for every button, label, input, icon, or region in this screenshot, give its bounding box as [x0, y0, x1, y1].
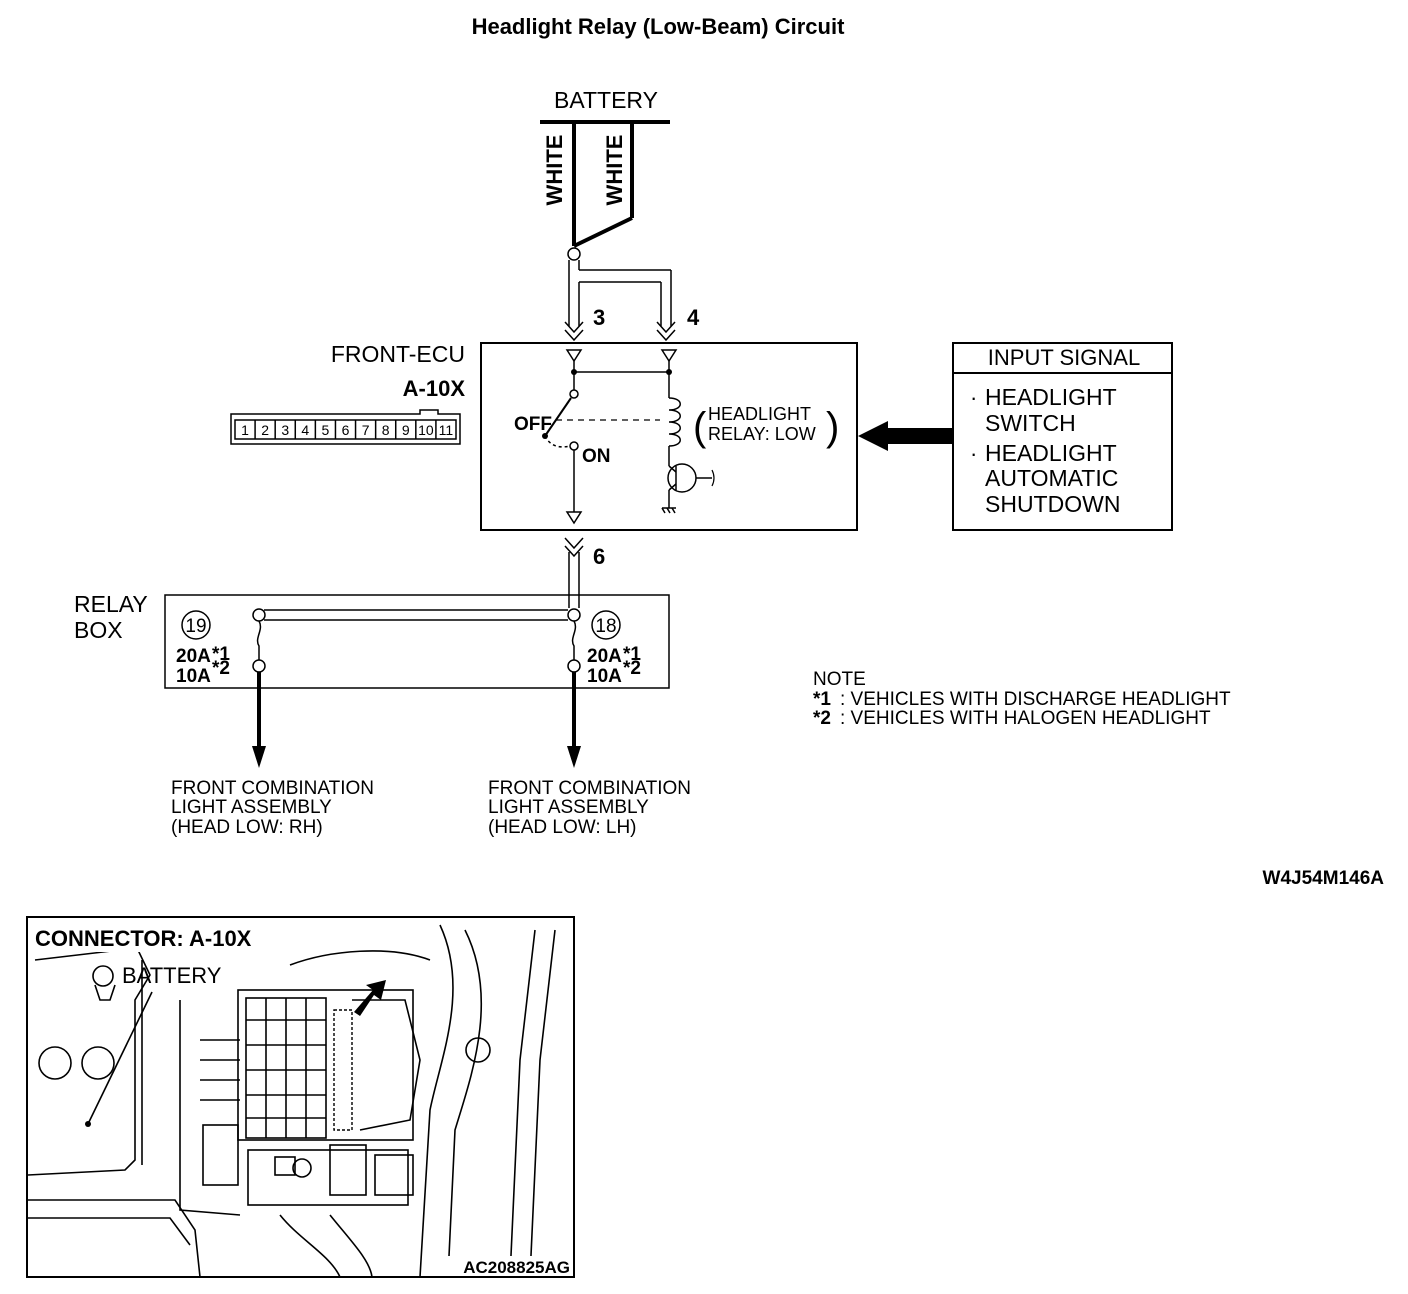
fuse-18-number-circle	[591, 610, 621, 640]
relay-label-line2: RELAY: LOW	[708, 424, 816, 444]
input-item2-line2: AUTOMATIC	[985, 465, 1118, 491]
input-item2-line1: HEADLIGHT	[985, 440, 1117, 466]
figure-code: W4J54M146A	[1263, 868, 1385, 889]
fuse-19-mark2: *2	[212, 658, 230, 679]
connector-pin-9: 9	[402, 422, 410, 438]
connector-pin-2: 2	[261, 422, 269, 438]
output-rh-line2: LIGHT ASSEMBLY	[171, 797, 332, 818]
connector-photo-title: CONNECTOR: A-10X	[35, 926, 252, 951]
input-item1-line1: HEADLIGHT	[985, 384, 1117, 410]
fuse-18-rating1: 20A	[587, 646, 622, 667]
input-signal-box	[952, 342, 1173, 531]
connector-pin-5: 5	[322, 422, 330, 438]
ecu-name: FRONT-ECU	[331, 341, 465, 367]
battery-label: BATTERY	[554, 87, 658, 113]
output-lh-line1: FRONT COMBINATION	[488, 778, 691, 799]
connector-location-drawing	[27, 924, 556, 1278]
fuse-19-rating2: 10A	[176, 666, 211, 687]
photo-code-backdrop	[446, 1256, 572, 1276]
output-rh-line1: FRONT COMBINATION	[171, 778, 374, 799]
input-bullet-2: ·	[970, 441, 977, 466]
connector-pin-7: 7	[362, 422, 370, 438]
note-mark1: *1	[813, 689, 831, 710]
input-signal-title: INPUT SIGNAL	[988, 345, 1140, 370]
connector-pin-10: 10	[418, 422, 434, 438]
diagram-title: Headlight Relay (Low-Beam) Circuit	[472, 14, 846, 39]
note-text2: : VEHICLES WITH HALOGEN HEADLIGHT	[840, 708, 1211, 729]
fuse-19-mark1: *1	[212, 644, 230, 665]
terminal-4-connector	[656, 321, 676, 342]
output-wire-rh	[252, 672, 266, 768]
connector-pin-3: 3	[281, 422, 289, 438]
note-title: NOTE	[813, 669, 866, 690]
relay-paren-close: )	[826, 405, 839, 449]
relay-box	[164, 594, 670, 689]
ecu-internal-circuit	[542, 349, 715, 525]
fuse-18-mark2: *2	[623, 658, 641, 679]
relay-paren-open: (	[693, 405, 707, 449]
wire-color-left: WHITE	[542, 135, 567, 206]
connector-title-backdrop	[33, 924, 281, 952]
battery-to-ecu-wires	[568, 260, 672, 326]
fuse-19-number: 19	[185, 616, 206, 637]
output-wire-lh	[567, 672, 581, 768]
input-bullet-1: ·	[970, 385, 977, 410]
connector-pin-8: 8	[382, 422, 390, 438]
fuse-19-rating1: 20A	[176, 646, 211, 667]
switch-on-label: ON	[582, 446, 611, 467]
relay-box-bus	[252, 608, 581, 622]
terminal-3-connector	[564, 321, 584, 342]
connector-photo-battery-label: BATTERY	[122, 963, 222, 988]
input-item2-line3: SHUTDOWN	[985, 491, 1120, 517]
ecu-connector-code: A-10X	[403, 376, 466, 401]
terminal-6-label: 6	[593, 544, 605, 569]
front-ecu-box	[480, 342, 858, 531]
relay-label-line1: HEADLIGHT	[708, 404, 811, 424]
connector-pin-11: 11	[439, 422, 454, 438]
fuse-19-symbol	[252, 620, 266, 673]
output-lh-line2: LIGHT ASSEMBLY	[488, 797, 649, 818]
connector-photo-frame	[26, 916, 575, 1278]
connector-photo-code: AC208825AG	[463, 1258, 570, 1277]
output-lh-line3: (HEAD LOW: LH)	[488, 817, 637, 838]
note-text1: : VEHICLES WITH DISCHARGE HEADLIGHT	[840, 689, 1231, 710]
connector-pin-6: 6	[342, 422, 350, 438]
battery-junction	[567, 247, 581, 261]
terminal-6-connector	[564, 537, 584, 608]
fuse-18-mark1: *1	[623, 644, 641, 665]
relay-box-label-line1: RELAY	[74, 591, 148, 617]
wire-color-right: WHITE	[602, 135, 627, 206]
note-mark2: *2	[813, 708, 831, 729]
terminal-3-label: 3	[593, 305, 605, 330]
connector-pin-1: 1	[241, 422, 249, 438]
input-signal-arrow	[858, 421, 953, 451]
switch-off-label: OFF	[514, 414, 552, 435]
battery-wire-join	[573, 216, 633, 248]
output-rh-line3: (HEAD LOW: RH)	[171, 817, 323, 838]
relay-box-label-line2: BOX	[74, 617, 123, 643]
fuse-18-number: 18	[595, 616, 616, 637]
fuse-19-number-circle	[181, 610, 211, 640]
fuse-18-symbol	[567, 620, 581, 673]
terminal-4-label: 4	[687, 305, 700, 330]
fuse-18-rating2: 10A	[587, 666, 622, 687]
connector-pin-4: 4	[301, 422, 309, 438]
input-item1-line2: SWITCH	[985, 410, 1076, 436]
